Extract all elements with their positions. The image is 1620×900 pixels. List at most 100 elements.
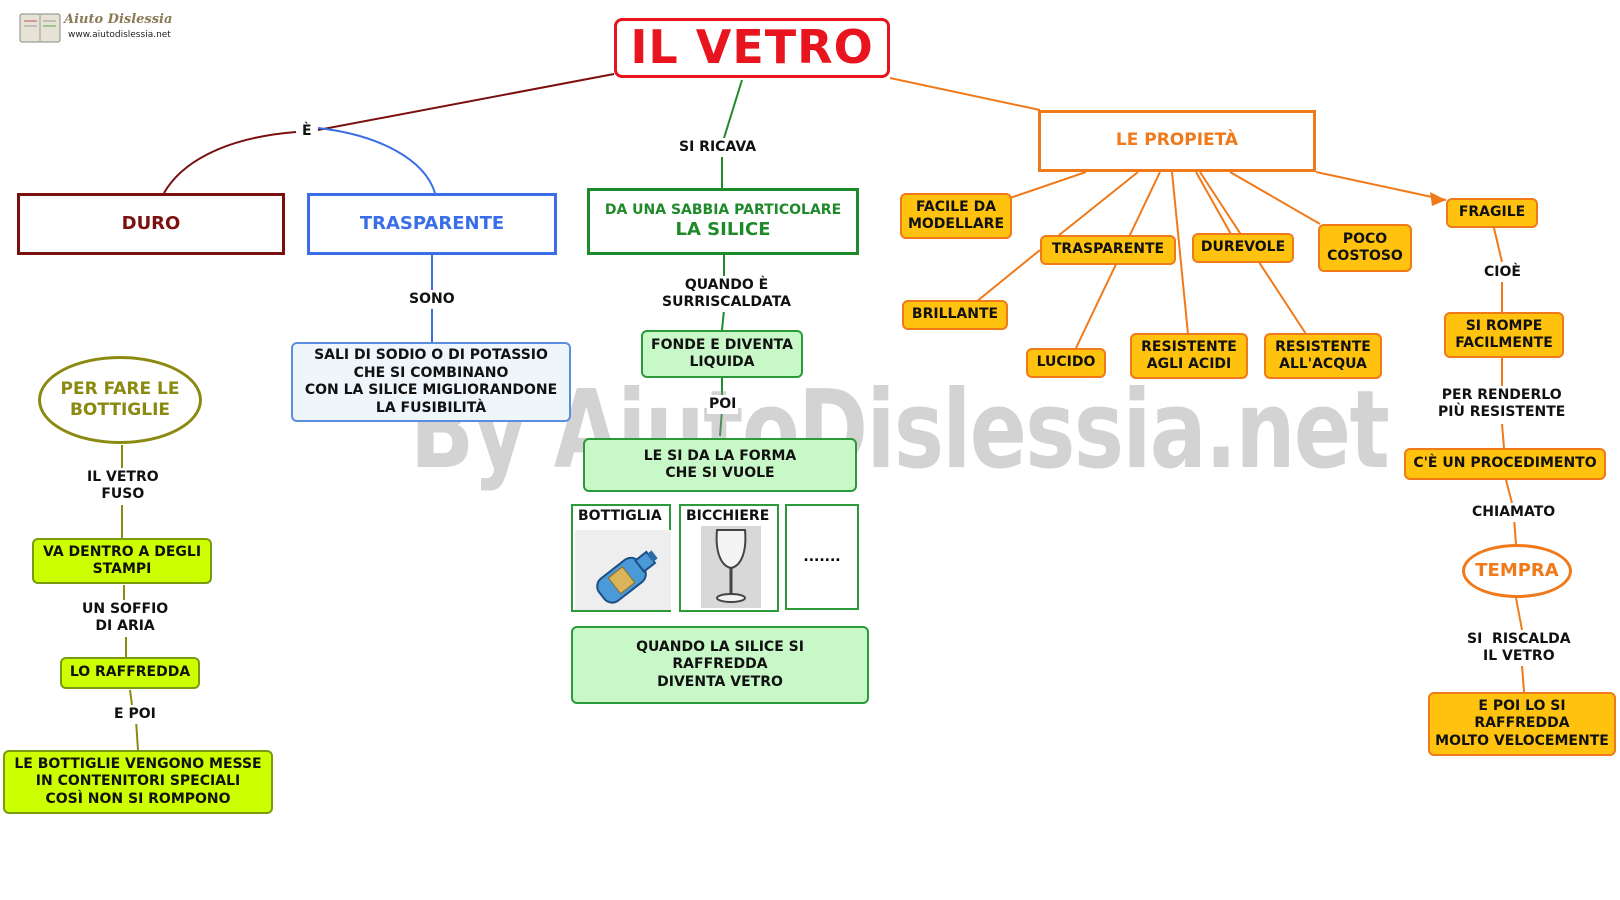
watermark: By AiutoDislessia.net [410, 368, 1390, 493]
label-cioe: CIOÈ [1482, 263, 1523, 282]
node-si-rompe: SI ROMPE FACILMENTE [1444, 312, 1564, 358]
node-line: FACILMENTE [1455, 335, 1553, 351]
node-line: LIQUIDA [689, 354, 755, 370]
link-renderlo-proc [1501, 423, 1505, 449]
label-quando-surriscaldata: QUANDO È SURRISCALDATA [660, 276, 794, 312]
node-line: QUANDO LA SILICE SI [636, 638, 804, 655]
node-line: RAFFREDDA [672, 656, 768, 673]
node-line: COSÌ NON SI ROMPONO [45, 790, 231, 807]
label-line: SI RISCALDA [1467, 631, 1571, 647]
node-line: LUCIDO [1036, 354, 1096, 371]
link-poi-forma [719, 409, 723, 437]
node-line: RESISTENTE [1141, 338, 1237, 355]
label-sono: SONO [407, 290, 457, 309]
link-prop-facile [1009, 171, 1087, 199]
node-label: LA SILICE [675, 219, 771, 240]
link-quando-fonde [721, 309, 725, 331]
node-resistente-acidi: RESISTENTE AGLI ACIDI [1130, 333, 1248, 379]
node-label: TRASPARENTE [359, 212, 505, 234]
node-line: RAFFREDDA [1474, 715, 1570, 732]
node-per-fare-bottiglie: PER FARE LE BOTTIGLIE [38, 356, 202, 444]
node-label: LE PROPIETÀ [1115, 130, 1239, 151]
bottle-label: BOTTIGLIA [578, 508, 662, 524]
label-line: PER RENDERLO [1441, 387, 1562, 403]
node-poi-raffredda: E POI LO SI RAFFREDDA MOLTO VELOCEMENTE [1428, 692, 1616, 756]
node-contenitori: LE BOTTIGLIE VENGONO MESSE IN CONTENITOR… [3, 750, 273, 814]
node-label: C'È UN PROCEDIMENTO [1413, 455, 1597, 472]
node-label: LO RAFFREDDA [69, 664, 191, 681]
label-chiamato: CHIAMATO [1470, 503, 1558, 522]
link-riscalda-poi [1521, 664, 1525, 693]
link-prop-trasparente [1057, 171, 1139, 237]
bottle-icon [575, 530, 671, 610]
node-line: ALL'ACQUA [1279, 356, 1367, 372]
node-line: MOLTO VELOCEMENTE [1435, 732, 1609, 749]
glass-label: BICCHIERE [686, 508, 770, 524]
node-line: RESISTENTE [1275, 338, 1371, 355]
node-line: E POI LO SI [1478, 697, 1566, 714]
node-propieta: LE PROPIETÀ [1038, 110, 1316, 172]
wine-glass-icon [701, 526, 761, 608]
node-line: FACILE DA [915, 198, 997, 215]
label-si-riscalda: SI RISCALDA IL VETRO [1465, 630, 1573, 666]
link-title-ricava [723, 79, 743, 139]
node-trasparente-prop: TRASPARENTE [1040, 235, 1176, 265]
glass-box: BICCHIERE [679, 504, 779, 612]
link-e-trasparente [317, 127, 436, 194]
label-line: UN SOFFIO [82, 601, 169, 617]
node-sali: SALI DI SODIO O DI POTASSIO CHE SI COMBI… [291, 342, 571, 422]
node-label: DUREVOLE [1200, 239, 1286, 256]
label-per-renderlo: PER RENDERLO PIÙ RESISTENTE [1436, 386, 1568, 422]
node-line: CHE SI VUOLE [665, 465, 775, 481]
node-duro: DURO [17, 193, 285, 255]
node-poco-costoso: POCO COSTOSO [1318, 224, 1412, 272]
node-procedimento: C'È UN PROCEDIMENTO [1404, 448, 1606, 480]
node-line: LA FUSIBILITÀ [375, 399, 487, 416]
node-line: AGLI ACIDI [1146, 356, 1232, 372]
node-resistente-acqua: RESISTENTE ALL'ACQUA [1264, 333, 1382, 379]
node-facile: FACILE DA MODELLARE [900, 193, 1012, 239]
link-epoi-contenitori [135, 719, 139, 751]
link-title-duro-trasparente [317, 73, 615, 131]
label-line: PIÙ RESISTENTE [1438, 403, 1566, 420]
node-line: FONDE E DIVENTA [651, 336, 793, 353]
node-line: VA DENTRO A DEGLI [42, 543, 202, 560]
node-line: PER FARE LE [60, 378, 180, 399]
label-e-poi: E POI [112, 705, 158, 724]
node-label: TEMPRA [1475, 559, 1559, 581]
link-proc-chiamato [1505, 479, 1513, 504]
label-e: È [300, 122, 314, 141]
link-raffredda-epoi [129, 689, 133, 706]
node-label: DA UNA SABBIA PARTICOLARE [604, 201, 842, 218]
node-label: DURO [121, 212, 181, 234]
node-label: TRASPARENTE [1051, 241, 1165, 258]
link-trasp-brillante [975, 249, 1041, 303]
label-line: IL VETRO [1482, 647, 1555, 664]
node-line: IN CONTENITORI SPECIALI [35, 773, 241, 790]
node-fragile: FRAGILE [1446, 198, 1538, 228]
link-title-propieta [889, 77, 1041, 111]
link-fragile-cioe [1493, 227, 1503, 263]
title-node: IL VETRO [614, 18, 890, 78]
node-sabbia: DA UNA SABBIA PARTICOLARE LA SILICE [587, 188, 859, 255]
node-tempra: TEMPRA [1462, 544, 1572, 598]
node-line: SALI DI SODIO O DI POTASSIO [314, 347, 548, 363]
logo-url: www.aiutodislessia.net [68, 30, 171, 40]
node-label: BRILLANTE [911, 306, 999, 323]
bottle-box: BOTTIGLIA [571, 504, 671, 612]
label-line: DI ARIA [95, 617, 155, 634]
node-forma: LE SI DA LA FORMA CHE SI VUOLE [583, 438, 857, 492]
node-trasparente: TRASPARENTE [307, 193, 557, 255]
node-brillante: BRILLANTE [902, 300, 1008, 330]
more-box: ....... [785, 504, 859, 610]
label-un-soffio: UN SOFFIO DI ARIA [80, 600, 171, 636]
node-line: CON LA SILICE MIGLIORANDONE [304, 382, 558, 398]
node-line: COSTOSO [1327, 248, 1403, 264]
link-prop-fragile [1315, 171, 1447, 201]
node-line: POCO [1342, 230, 1388, 247]
link-prop-durevole [1195, 171, 1233, 237]
label-si-ricava: SI RICAVA [677, 138, 759, 157]
link-e-duro [163, 131, 297, 194]
node-line: LE SI DA LA FORMA [643, 447, 797, 464]
book-icon [19, 13, 61, 43]
